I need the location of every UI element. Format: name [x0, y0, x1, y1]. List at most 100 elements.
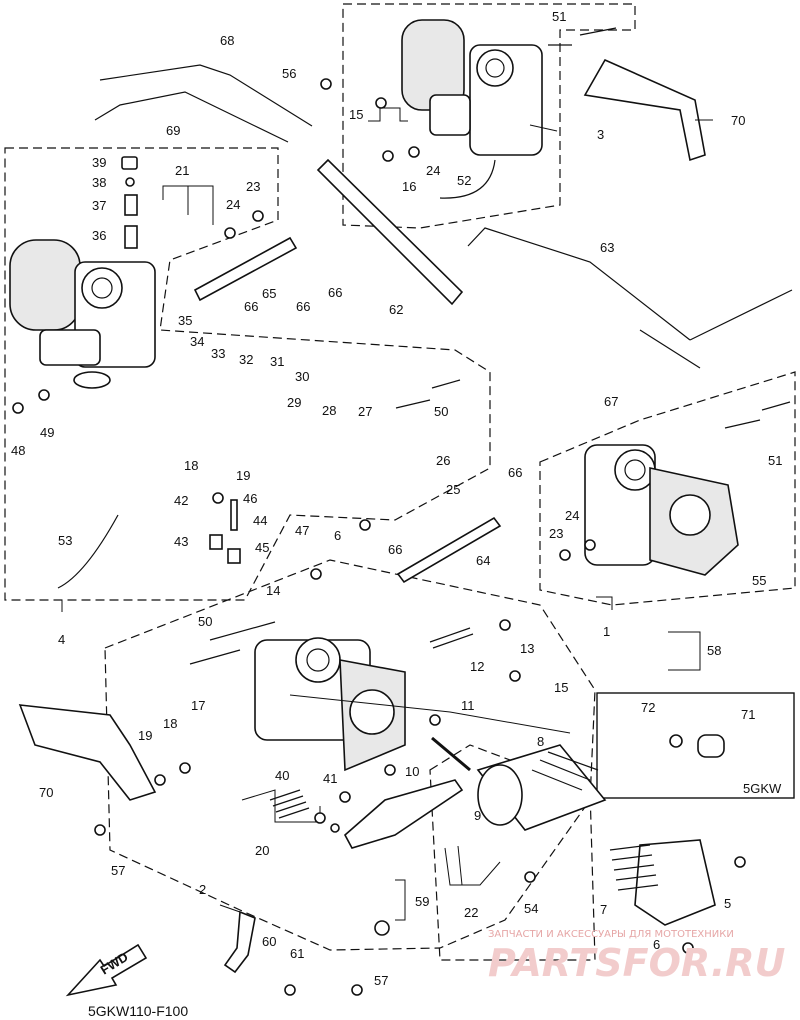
- callout-labels: 1 2 3 4 5 6 6 7 8 9 10 11 12 13 14 15 15…: [11, 9, 782, 988]
- callout-32: 32: [239, 352, 253, 367]
- callout-60: 60: [262, 934, 276, 949]
- fwd-arrow-icon: FWD: [65, 943, 148, 997]
- carburetor-2: [254, 637, 406, 772]
- drawing-code: 5GKW110-F100: [88, 1003, 188, 1019]
- part-53-hose: [57, 514, 119, 589]
- callout-68: 68: [220, 33, 234, 48]
- callout-66e: 66: [388, 542, 402, 557]
- part-63-rod: [467, 227, 793, 369]
- callout-49: 49: [40, 425, 54, 440]
- callout-24b: 24: [426, 163, 440, 178]
- callout-10: 10: [405, 764, 419, 779]
- callout-69: 69: [166, 123, 180, 138]
- callout-50b: 50: [198, 614, 212, 629]
- part-70-bracket-top: [583, 58, 706, 162]
- callout-66b: 66: [296, 299, 310, 314]
- callout-16: 16: [402, 179, 416, 194]
- part-70-bracket-bottom: [18, 704, 157, 801]
- part-52-hose: [439, 159, 496, 199]
- part-8-needle: [431, 736, 471, 772]
- callout-64: 64: [476, 553, 490, 568]
- callout-13: 13: [520, 641, 534, 656]
- callout-21: 21: [175, 163, 189, 178]
- callout-1: 1: [603, 624, 610, 639]
- callout-47: 47: [295, 523, 309, 538]
- callout-19a: 19: [236, 468, 250, 483]
- callout-24a: 24: [226, 197, 240, 212]
- model-note-label: 5GKW: [743, 781, 782, 796]
- callout-67: 67: [604, 394, 618, 409]
- callout-38: 38: [92, 175, 106, 190]
- part-9-diaphragm-piston: [476, 744, 607, 831]
- callout-70b: 70: [39, 785, 53, 800]
- callout-66c: 66: [328, 285, 342, 300]
- group-1-boundary: [539, 371, 796, 606]
- callout-12: 12: [470, 659, 484, 674]
- part-71-cap: [697, 734, 725, 758]
- callout-46: 46: [243, 491, 257, 506]
- callout-57b: 57: [374, 973, 388, 988]
- callout-23a: 23: [246, 179, 260, 194]
- part-60-lever: [223, 910, 256, 974]
- callout-31: 31: [270, 354, 284, 369]
- callout-45: 45: [255, 540, 269, 555]
- callout-26: 26: [436, 453, 450, 468]
- callout-30: 30: [295, 369, 309, 384]
- carburetor-3: [401, 19, 543, 156]
- part-62-link: [316, 158, 464, 306]
- group-3-boundary: [342, 3, 636, 229]
- callout-59: 59: [415, 894, 429, 909]
- part-11-plate: [343, 779, 464, 849]
- callout-51b: 51: [768, 453, 782, 468]
- part-64-shaft: [396, 516, 502, 584]
- callout-66a: 66: [244, 299, 258, 314]
- watermark-logo: PARTSFOR.RU: [488, 941, 786, 985]
- callout-51a: 51: [552, 9, 566, 24]
- callout-20: 20: [255, 843, 269, 858]
- callout-19b: 19: [138, 728, 152, 743]
- part-50-tubes: [189, 379, 461, 665]
- callout-18b: 18: [163, 716, 177, 731]
- callout-62: 62: [389, 302, 403, 317]
- model-note-box: [596, 692, 795, 799]
- part-65-shaft: [193, 236, 298, 302]
- part-7-spring-cover: [609, 839, 716, 926]
- callout-6a: 6: [334, 528, 341, 543]
- group-4-boundary: [4, 147, 491, 601]
- callout-15b: 15: [554, 680, 568, 695]
- callout-37: 37: [92, 198, 106, 213]
- callout-36: 36: [92, 228, 106, 243]
- callout-8: 8: [537, 734, 544, 749]
- callout-6b: 6: [653, 937, 660, 952]
- callout-27: 27: [358, 404, 372, 419]
- callout-23b: 23: [549, 526, 563, 541]
- callout-18a: 18: [184, 458, 198, 473]
- callout-50a: 50: [434, 404, 448, 419]
- callout-55: 55: [752, 573, 766, 588]
- callout-9: 9: [474, 808, 481, 823]
- callout-72: 72: [641, 700, 655, 715]
- callout-66d: 66: [508, 465, 522, 480]
- callout-53: 53: [58, 533, 72, 548]
- callout-17: 17: [191, 698, 205, 713]
- callout-5: 5: [724, 896, 731, 911]
- callout-35: 35: [178, 313, 192, 328]
- callout-54: 54: [524, 901, 538, 916]
- group-8-boundary: [429, 744, 596, 961]
- callout-65: 65: [262, 286, 276, 301]
- callout-25: 25: [446, 482, 460, 497]
- callout-52: 52: [457, 173, 471, 188]
- group-2-boundary: [104, 559, 596, 951]
- callout-58: 58: [707, 643, 721, 658]
- callout-34: 34: [190, 334, 204, 349]
- callout-41: 41: [323, 771, 337, 786]
- callout-70a: 70: [731, 113, 745, 128]
- callout-2: 2: [199, 882, 206, 897]
- part-51-tubes: [548, 27, 791, 429]
- part-72-clip: [669, 734, 683, 748]
- callout-22: 22: [464, 905, 478, 920]
- callout-39: 39: [92, 155, 106, 170]
- callout-29: 29: [287, 395, 301, 410]
- watermark-tagline: ЗАПЧАСТИ И АКСЕССУАРЫ ДЛЯ МОТОТЕХНИКИ: [488, 929, 734, 940]
